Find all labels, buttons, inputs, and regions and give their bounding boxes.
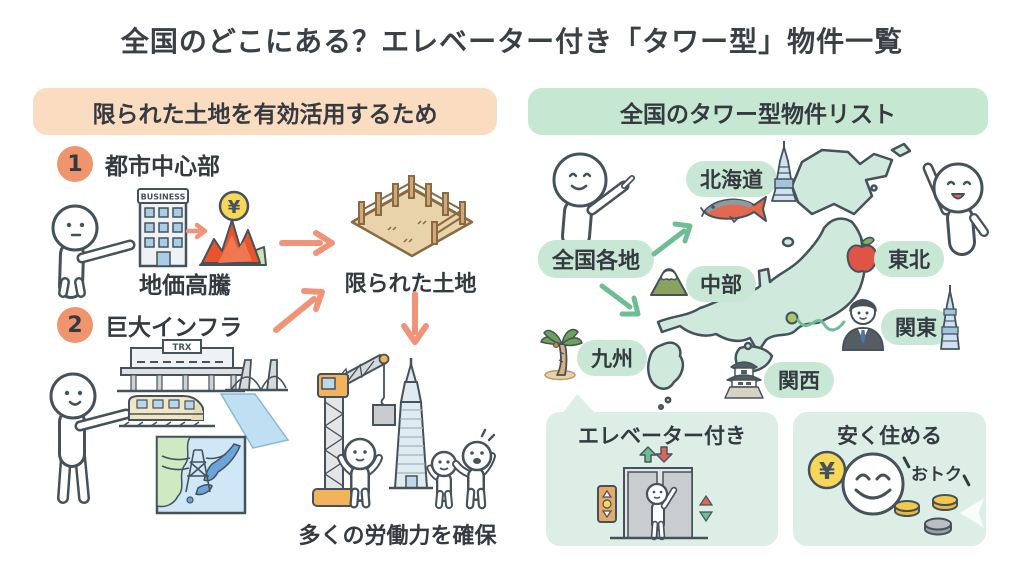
- person-presenting-icon: [552, 152, 635, 251]
- region-pill-hokkaido: 北海道: [686, 161, 777, 197]
- page-title: 全国のどこにある？エレベーター付き「タワー型」物件一覧: [120, 25, 904, 58]
- station-bridge-train-icon: TRX: [117, 339, 290, 449]
- happy-face-icon: [841, 452, 905, 516]
- building-sign-label: BUSINESS: [141, 193, 186, 202]
- value-box-title: 安く住める: [837, 424, 942, 448]
- palm-tree-icon: [540, 328, 583, 381]
- business-building-icon: BUSINESS: [137, 188, 189, 268]
- green-arrow-northeast-icon: [651, 221, 693, 257]
- region-pill-kanto: 関東: [881, 309, 951, 345]
- arrow-right-small-icon: [185, 222, 208, 240]
- left-panel-header-label: 限られた土地を有効活用するため: [92, 101, 438, 128]
- elevator-icon: [597, 446, 714, 541]
- step-2: 2 巨大インフラ: [57, 307, 242, 343]
- price-spike-mountain-icon: [199, 219, 267, 266]
- tokyo-skytree-icon: [940, 285, 960, 350]
- emphasis-line: [962, 474, 971, 487]
- region-pill-kyushu: 九州: [577, 340, 647, 376]
- yen-symbol: ¥: [819, 459, 835, 485]
- japan-map: [647, 142, 912, 411]
- limited-land-caption: 限られた土地: [344, 272, 477, 297]
- person-cheering-icon: [922, 162, 989, 256]
- otoku-badge: おトク: [911, 465, 962, 485]
- step-2-number: 2: [57, 307, 93, 343]
- skyscraper-icon: [389, 358, 433, 490]
- green-arrow-southwest-icon: [599, 283, 641, 317]
- left-panel-header: 限られた土地を有効活用するため: [33, 88, 497, 135]
- right-panel-header-label: 全国のタワー型物件リスト: [620, 101, 896, 128]
- value-feature-box: 安く住める ¥ おトク: [793, 412, 986, 546]
- power-grid-map-icon: [155, 435, 247, 515]
- land-price-caption: 地価高騰: [139, 273, 231, 299]
- step-1-number: 1: [57, 146, 93, 182]
- person-pointing-icon: [49, 372, 132, 504]
- speech-bubble-tail: [562, 394, 596, 414]
- arrow-right-big-icon: [279, 230, 335, 256]
- region-pill-kansai: 関西: [764, 362, 834, 398]
- region-label-kanto: 関東: [895, 316, 937, 340]
- person-pointing-icon: [51, 204, 136, 299]
- elevator-feature-box: エレベーター付き: [546, 412, 778, 546]
- mount-fuji-icon: [650, 268, 688, 296]
- sapporo-tower-icon: [771, 141, 797, 202]
- region-label-hokkaido: 北海道: [700, 168, 763, 192]
- arrow-down-icon: [401, 291, 429, 345]
- workers-group-icon: [337, 428, 496, 510]
- elevator-box-title: エレベーター付き: [578, 424, 746, 448]
- region-label-tohoku: 東北: [888, 248, 930, 272]
- workforce-caption: 多くの労働力を確保: [298, 524, 497, 549]
- elevator-person: [645, 482, 678, 541]
- region-label-chubu: 中部: [700, 273, 742, 297]
- kanto-connector-squiggle: [796, 318, 846, 332]
- region-label-kansai: 関西: [778, 369, 820, 393]
- yen-symbol: ¥: [228, 197, 241, 218]
- step-2-label: 巨大インフラ: [105, 315, 243, 341]
- step-1: 1 都市中心部: [57, 146, 220, 182]
- castle-icon: [724, 361, 764, 399]
- right-panel-header: 全国のタワー型物件リスト: [528, 88, 988, 135]
- origin-pill: 全国各地: [538, 240, 655, 278]
- station-sign-label: TRX: [173, 343, 192, 353]
- arrow-diagonal-icon: [273, 288, 325, 333]
- step-1-label: 都市中心部: [105, 154, 220, 180]
- region-pill-tohoku: 東北: [874, 241, 944, 277]
- origin-label: 全国各地: [552, 249, 641, 274]
- coins-icon: [894, 494, 958, 536]
- businessman-icon: [841, 299, 885, 351]
- region-label-kyushu: 九州: [591, 347, 633, 371]
- construction-crane-icon: [312, 353, 396, 507]
- yen-coin-icon: ¥: [218, 190, 250, 222]
- region-pill-chubu: 中部: [686, 266, 756, 302]
- salmon-fish-icon: [700, 196, 767, 224]
- fenced-land-icon: [350, 175, 474, 258]
- tokyo-marker-dot: [785, 311, 799, 325]
- yen-coin-icon: ¥: [807, 450, 847, 490]
